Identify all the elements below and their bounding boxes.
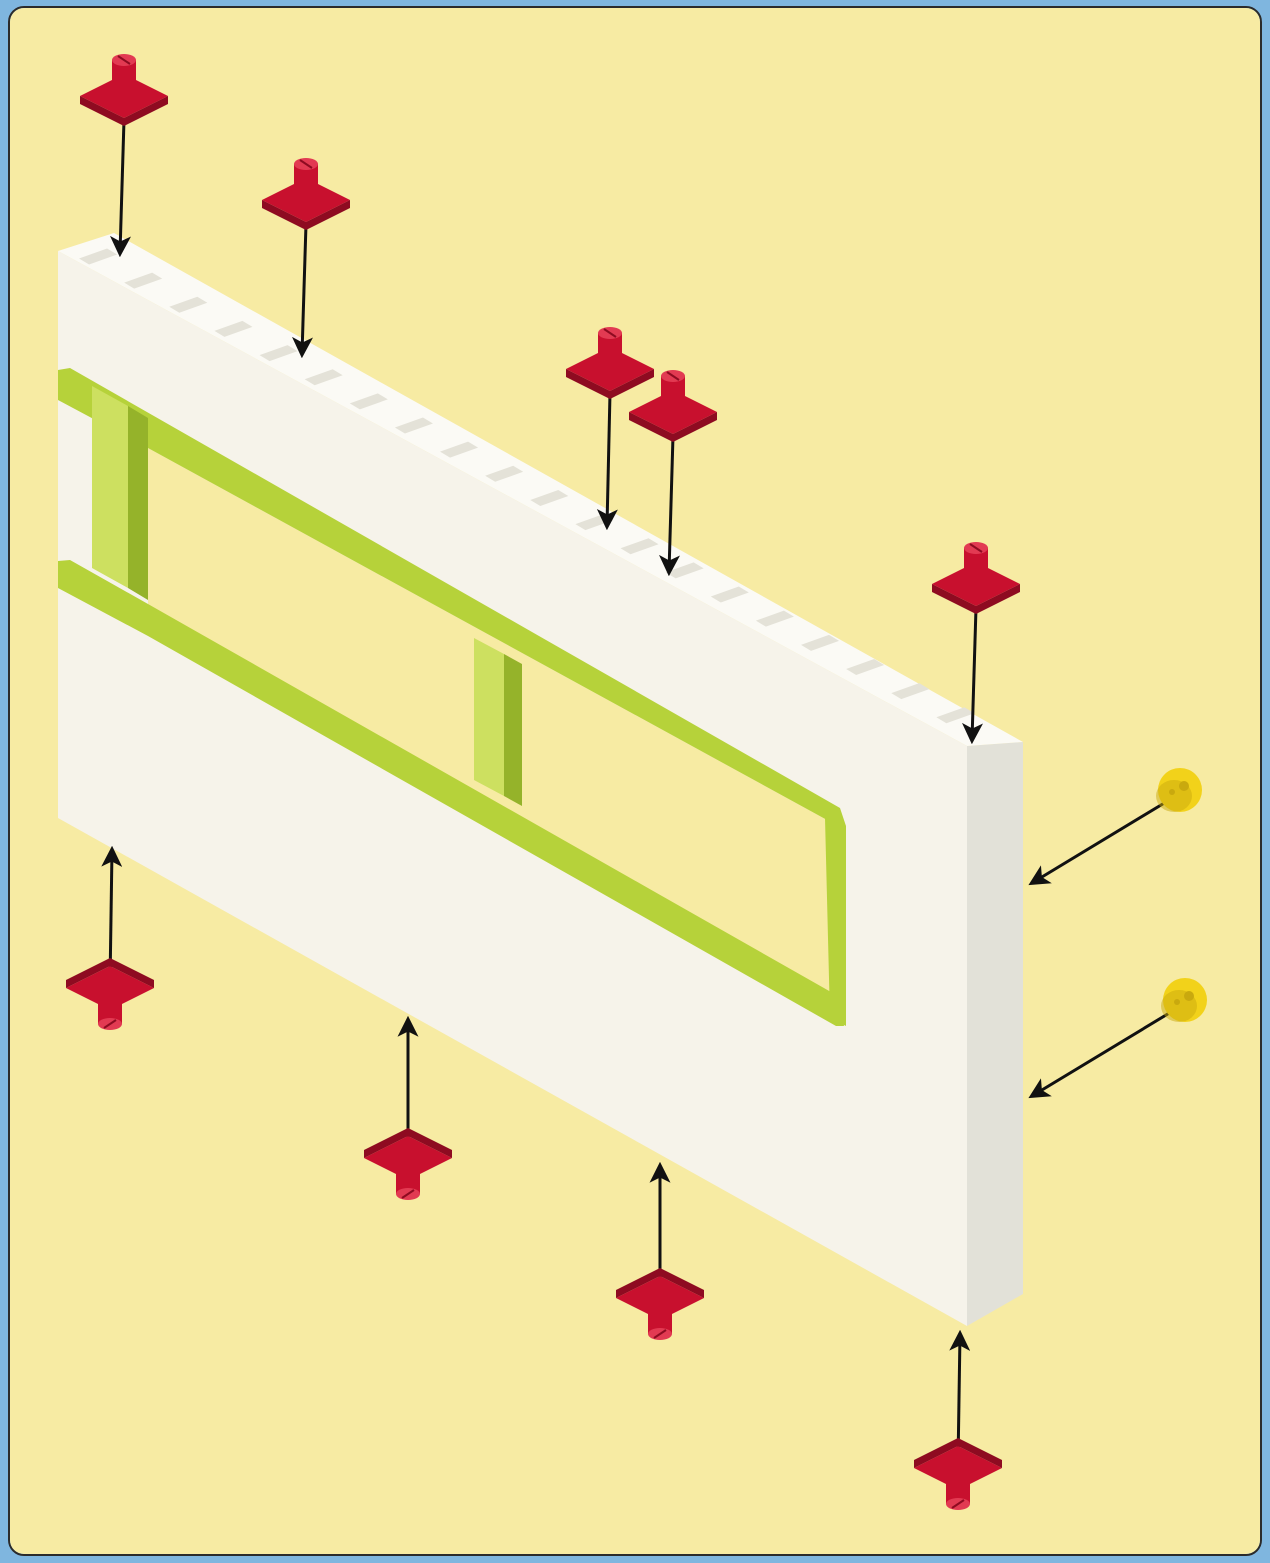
red-connector-icon — [932, 542, 1020, 614]
top-slot — [124, 272, 163, 289]
top-slot — [259, 345, 298, 362]
arrow-icon — [596, 392, 618, 531]
red-connector-icon — [629, 370, 717, 442]
top-slot — [79, 248, 118, 265]
red-connector-icon — [364, 1128, 452, 1200]
arrow-icon — [1028, 1010, 1172, 1099]
window-mullion-side — [504, 654, 522, 806]
top-slot — [214, 320, 253, 337]
red-connector-icon — [616, 1268, 704, 1340]
assembly-diagram — [10, 8, 1260, 1554]
wall-side-face — [967, 742, 1023, 1326]
window-right-post — [825, 818, 846, 1026]
window-left-post — [92, 386, 128, 588]
window-bottom-rail — [58, 560, 844, 1026]
top-slot — [485, 465, 524, 482]
red-connector-icon — [914, 1438, 1002, 1510]
window-top-rail — [58, 368, 846, 826]
top-slot — [304, 369, 343, 386]
top-slot — [891, 683, 930, 700]
arrow-icon — [658, 435, 680, 577]
red-connector-icon — [80, 54, 168, 126]
arrow-icon — [292, 223, 314, 359]
wall-top-slots — [79, 248, 975, 724]
connectors-layer — [66, 54, 1207, 1510]
arrow-icon — [110, 119, 132, 258]
top-slot — [169, 296, 208, 313]
red-connector-icon — [566, 327, 654, 399]
top-slot — [440, 441, 479, 458]
top-slot — [530, 489, 569, 506]
top-slot — [394, 417, 433, 434]
yellow-connector-icon — [1156, 768, 1202, 812]
yellow-connector-icon — [1161, 978, 1207, 1022]
diagram-panel — [8, 6, 1262, 1556]
top-slot — [936, 707, 975, 724]
top-slot — [755, 610, 794, 627]
top-slot — [710, 586, 749, 603]
top-slot — [620, 538, 659, 555]
red-connector-icon — [66, 958, 154, 1030]
arrow-icon — [1028, 800, 1167, 886]
top-slot — [349, 393, 388, 410]
arrow-icon — [962, 607, 984, 745]
window-left-post-side — [128, 406, 148, 600]
top-slot — [846, 658, 885, 675]
red-connector-icon — [262, 158, 350, 230]
window-mullion — [474, 638, 504, 796]
window-frame — [58, 368, 846, 1026]
top-slot — [801, 634, 840, 651]
